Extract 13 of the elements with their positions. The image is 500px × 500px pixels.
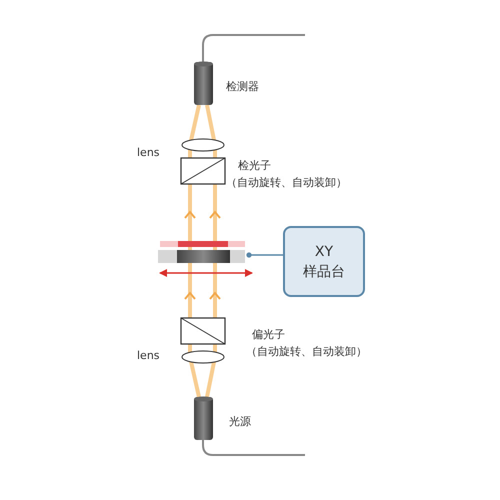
lens-label: lens [137, 349, 160, 362]
source-label: 光源 [229, 415, 251, 428]
stage-callout-box [283, 226, 365, 297]
box-heading: XY [314, 242, 334, 262]
lens-label: lens [137, 146, 160, 159]
detector-label: 检测器 [226, 80, 259, 93]
part-label: 偏光子 [252, 328, 285, 341]
sample-stage-drawing [158, 241, 245, 263]
part-label: 检光子 [238, 159, 271, 172]
note-text: （自动旋转、自动装卸） [226, 176, 347, 189]
note-text: （自动旋转、自动装卸） [246, 345, 367, 358]
leader-line [246, 252, 283, 258]
box-text: 样品台 [303, 262, 345, 282]
